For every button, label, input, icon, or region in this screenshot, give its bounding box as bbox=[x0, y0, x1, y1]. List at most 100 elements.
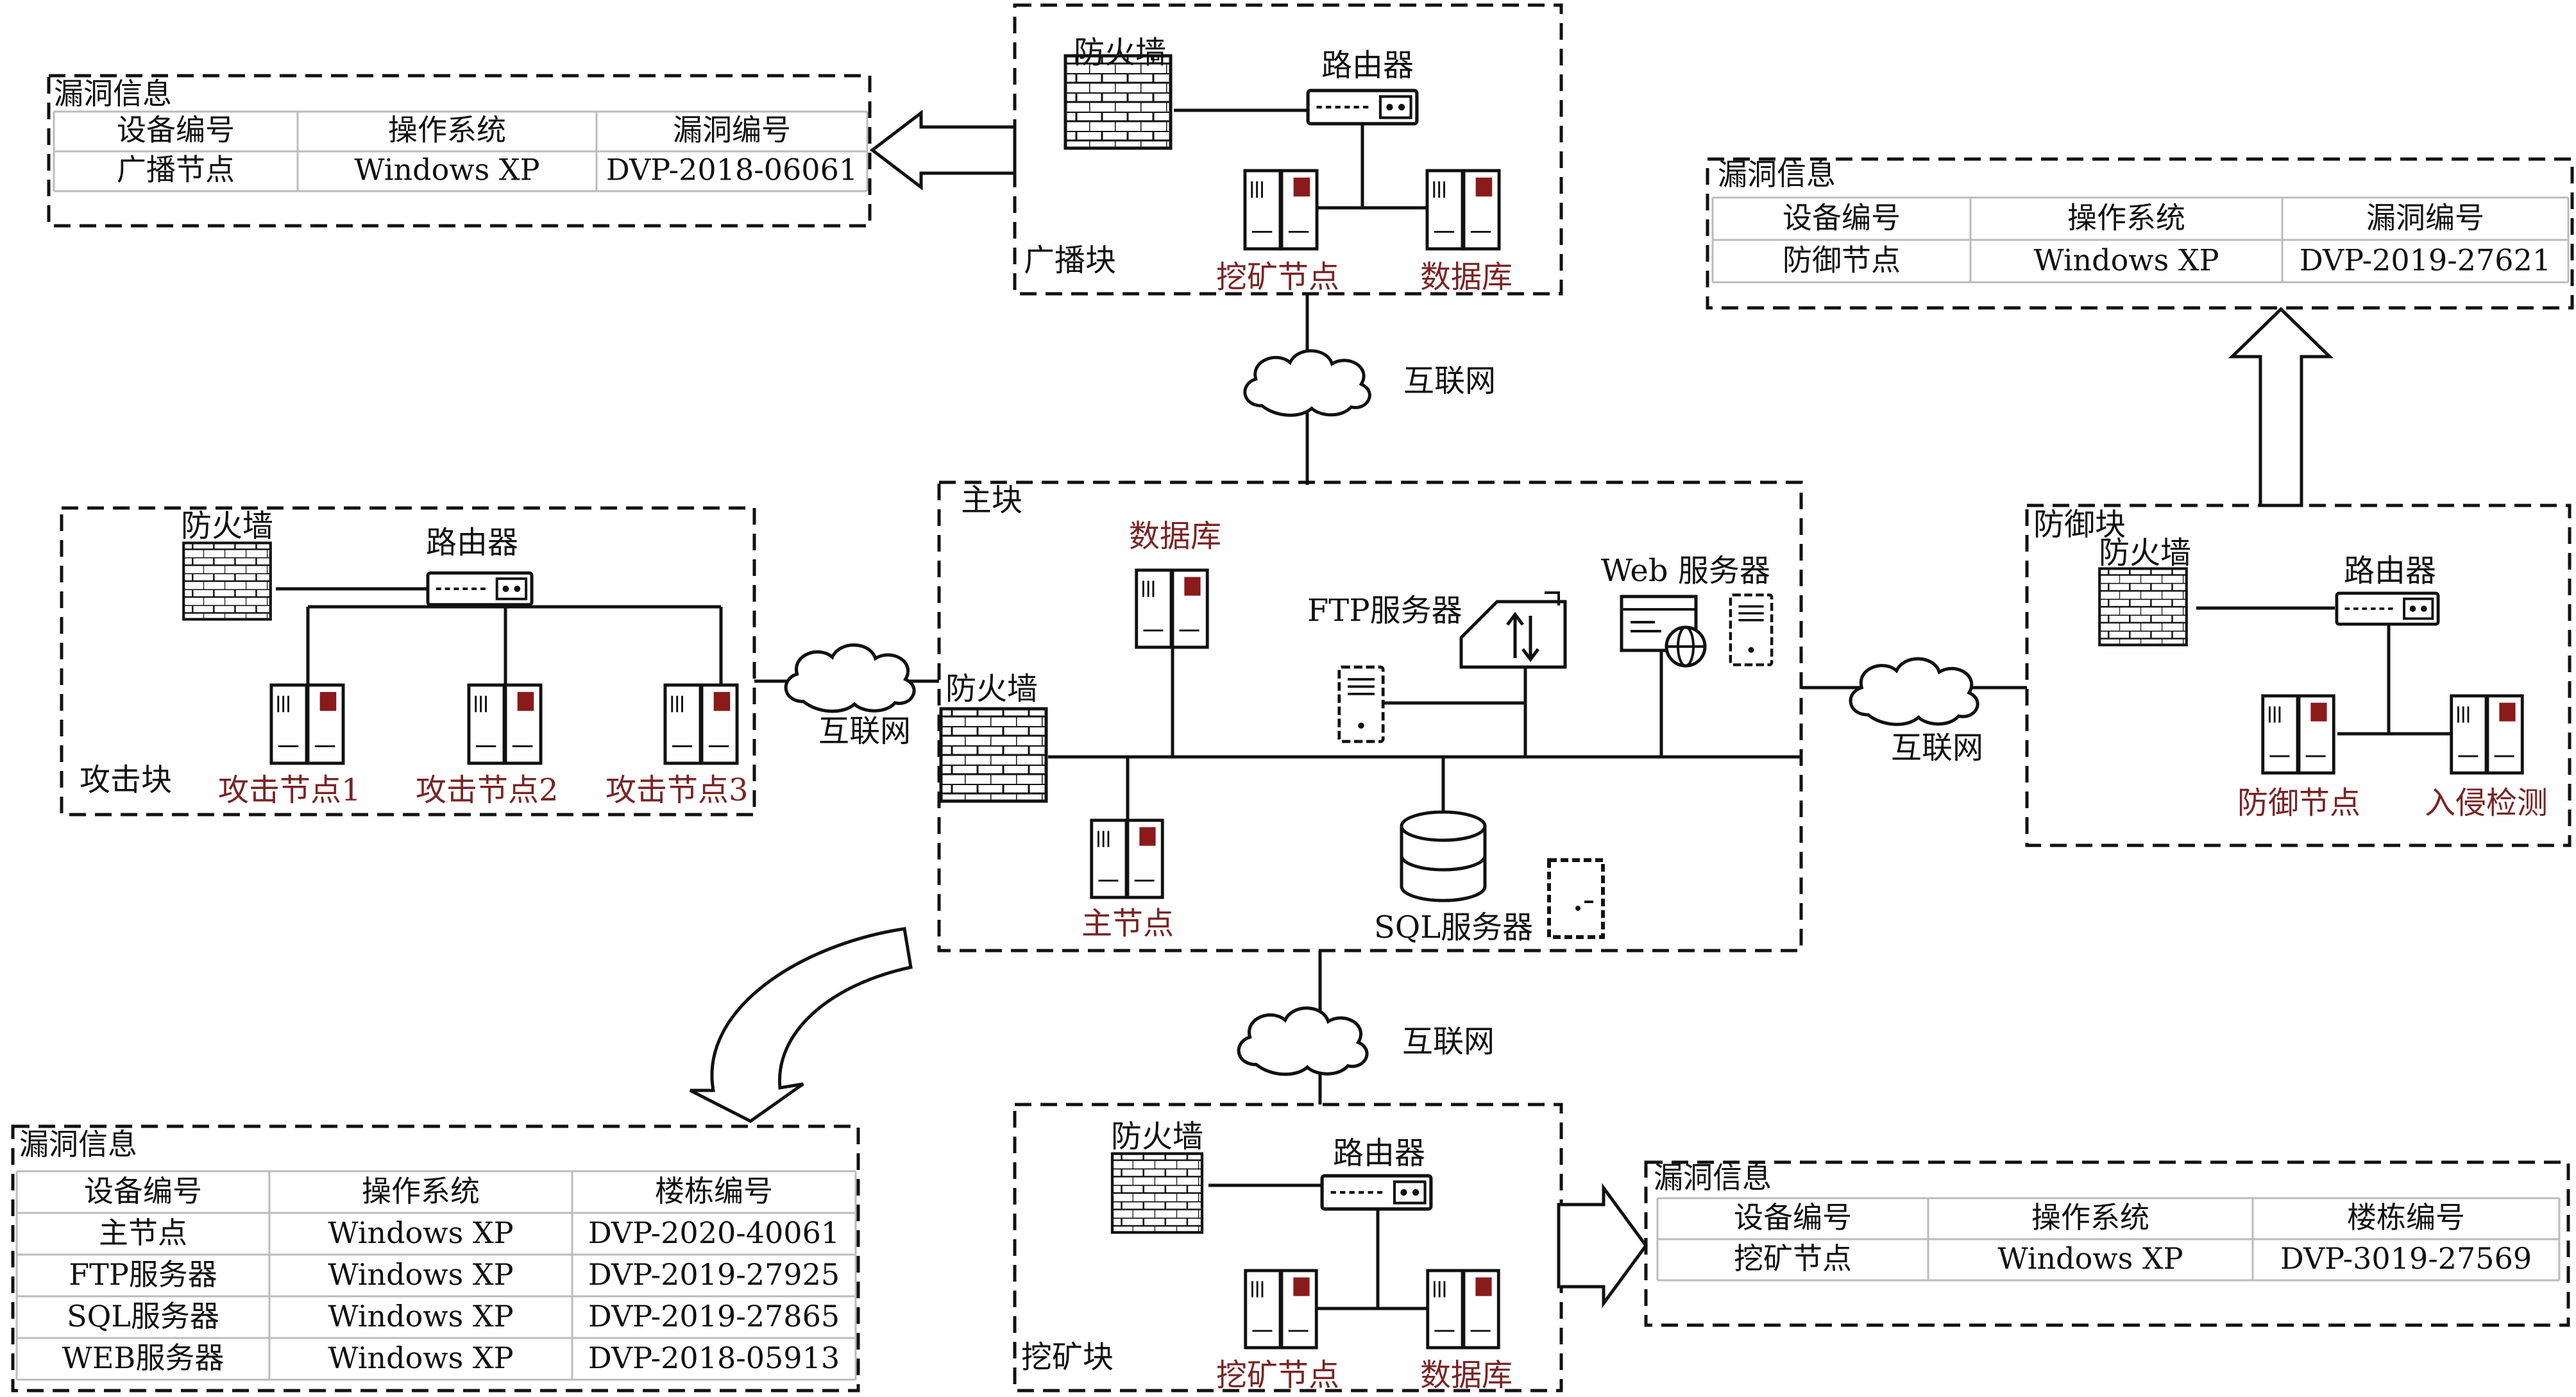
main-database-label: 数据库 bbox=[1129, 518, 1221, 554]
main-firewall-icon bbox=[941, 709, 1046, 801]
broadcast-table-cell: DVP-2018-06061 bbox=[606, 153, 858, 187]
internet-cloud-top bbox=[1245, 351, 1370, 415]
main-database-icon bbox=[1137, 570, 1207, 647]
mining-table-cell: 挖矿节点 bbox=[1734, 1241, 1852, 1276]
ftp-server-label: FTP服务器 bbox=[1307, 593, 1462, 629]
ftp-server-tower-icon bbox=[1339, 667, 1383, 741]
sql-database-icon bbox=[1402, 812, 1485, 901]
main-table-cell: Windows XP bbox=[328, 1257, 513, 1292]
vuln-table-main bbox=[11, 1124, 860, 1393]
mining-router-label: 路由器 bbox=[1333, 1135, 1425, 1171]
mining-table-cell: DVP-3019-27569 bbox=[2280, 1241, 2532, 1276]
broadcast-table-header: 漏洞编号 bbox=[673, 113, 791, 148]
vuln-table-defense bbox=[1706, 157, 2574, 310]
defense-table-cell: Windows XP bbox=[2033, 243, 2219, 278]
main-table-cell: DVP-2018-05913 bbox=[588, 1341, 840, 1375]
intrusion-detection-icon bbox=[2452, 696, 2522, 773]
broadcast-firewall-label: 防火墙 bbox=[1074, 35, 1166, 71]
master-node-label: 主节点 bbox=[1081, 906, 1174, 942]
internet-label-top: 互联网 bbox=[1403, 363, 1496, 399]
mining-database-label: 数据库 bbox=[1420, 1357, 1513, 1393]
defense-table-header: 设备编号 bbox=[1783, 201, 1901, 235]
defense-router-label: 路由器 bbox=[2344, 553, 2436, 589]
defense-table-header: 漏洞编号 bbox=[2366, 201, 2484, 235]
defense-table-cell: DVP-2019-27621 bbox=[2300, 243, 2551, 278]
mining-table-cell: Windows XP bbox=[1997, 1241, 2183, 1276]
broadcast-database-label: 数据库 bbox=[1420, 259, 1513, 295]
internet-label-bottom: 互联网 bbox=[1402, 1024, 1495, 1060]
web-server-tower-icon bbox=[1731, 595, 1772, 665]
internet-cloud-left bbox=[786, 645, 914, 711]
sql-server-label: SQL服务器 bbox=[1374, 910, 1533, 945]
main-block-title: 主块 bbox=[961, 482, 1022, 518]
mining-table-header: 操作系统 bbox=[2031, 1200, 2149, 1235]
broadcast-to-table-arrow bbox=[869, 109, 1017, 191]
main-table-title: 漏洞信息 bbox=[19, 1127, 137, 1162]
defense-node-icon bbox=[2263, 696, 2334, 773]
attack-node3-icon bbox=[665, 685, 737, 763]
vuln-table-broadcast bbox=[47, 74, 872, 228]
main-to-table-curved-arrow bbox=[689, 927, 913, 1123]
attack-node2-icon bbox=[469, 685, 541, 763]
broadcast-table-cell: 广播节点 bbox=[117, 153, 235, 187]
ftp-corner-mark bbox=[1545, 591, 1560, 605]
mining-table-title: 漏洞信息 bbox=[1654, 1160, 1772, 1195]
main-table-header: 设备编号 bbox=[84, 1174, 202, 1208]
main-table-cell: FTP服务器 bbox=[69, 1257, 217, 1292]
attack-block bbox=[60, 506, 756, 817]
broadcast-table-header: 操作系统 bbox=[388, 113, 506, 148]
defense-table-header: 操作系统 bbox=[2067, 201, 2185, 235]
broadcast-router-icon bbox=[1308, 90, 1417, 124]
internet-label-right: 互联网 bbox=[1891, 730, 1983, 766]
broadcast-mining-node-icon bbox=[1245, 171, 1317, 249]
broadcast-router-label: 路由器 bbox=[1321, 47, 1414, 83]
intrusion-detection-label: 入侵检测 bbox=[2425, 785, 2548, 821]
internet-cloud-bottom bbox=[1239, 1008, 1367, 1074]
sql-server-box-icon bbox=[1549, 860, 1603, 937]
defense-router-icon bbox=[2337, 593, 2438, 624]
main-table-cell: DVP-2019-27865 bbox=[588, 1299, 840, 1334]
mining-to-table-arrow bbox=[1557, 1183, 1648, 1308]
main-table-cell: Windows XP bbox=[328, 1341, 513, 1375]
mining-table-header: 楼栋编号 bbox=[2347, 1200, 2465, 1235]
broadcast-table-cell: Windows XP bbox=[354, 153, 539, 187]
mining-table-header: 设备编号 bbox=[1734, 1200, 1852, 1235]
mining-block bbox=[1013, 1103, 1563, 1393]
main-table-cell: WEB服务器 bbox=[62, 1341, 225, 1375]
mining-node-icon bbox=[1246, 1271, 1316, 1348]
main-table-cell: DVP-2019-27925 bbox=[588, 1257, 840, 1292]
main-table-cell: DVP-2020-40061 bbox=[588, 1215, 840, 1250]
main-firewall-label: 防火墙 bbox=[945, 671, 1038, 707]
attack-router-icon bbox=[428, 573, 532, 604]
ftp-transfer-icon bbox=[1461, 602, 1565, 667]
attack-firewall-label: 防火墙 bbox=[181, 508, 273, 544]
mining-node-label: 挖矿节点 bbox=[1216, 1357, 1339, 1393]
broadcast-table-header: 设备编号 bbox=[117, 113, 235, 148]
defense-table-title: 漏洞信息 bbox=[1718, 157, 1836, 192]
attack-router-label: 路由器 bbox=[426, 525, 518, 561]
defense-firewall-label: 防火墙 bbox=[2099, 535, 2191, 571]
broadcast-mining-node-label: 挖矿节点 bbox=[1216, 259, 1339, 295]
main-table-header: 操作系统 bbox=[362, 1174, 480, 1208]
defense-block-title: 防御块 bbox=[2033, 507, 2126, 543]
mining-firewall-icon bbox=[1112, 1154, 1202, 1233]
mining-database-icon bbox=[1428, 1271, 1498, 1348]
defense-node-label: 防御节点 bbox=[2237, 785, 2360, 821]
main-table-cell: Windows XP bbox=[328, 1299, 513, 1334]
main-table-cell: Windows XP bbox=[328, 1215, 513, 1250]
attack-node1-label: 攻击节点1 bbox=[218, 772, 361, 808]
main-table-cell: 主节点 bbox=[99, 1215, 187, 1250]
defense-to-table-arrow bbox=[2228, 307, 2334, 507]
attack-node2-label: 攻击节点2 bbox=[416, 772, 559, 808]
internet-cloud-right bbox=[1851, 659, 1978, 724]
attack-node1-icon bbox=[271, 685, 343, 763]
main-block bbox=[937, 480, 1803, 952]
mining-firewall-label: 防火墙 bbox=[1111, 1119, 1203, 1155]
mining-router-icon bbox=[1322, 1176, 1431, 1209]
defense-firewall-icon bbox=[2099, 568, 2187, 645]
broadcast-table-title: 漏洞信息 bbox=[54, 76, 172, 111]
broadcast-block-title: 广播块 bbox=[1024, 242, 1116, 278]
